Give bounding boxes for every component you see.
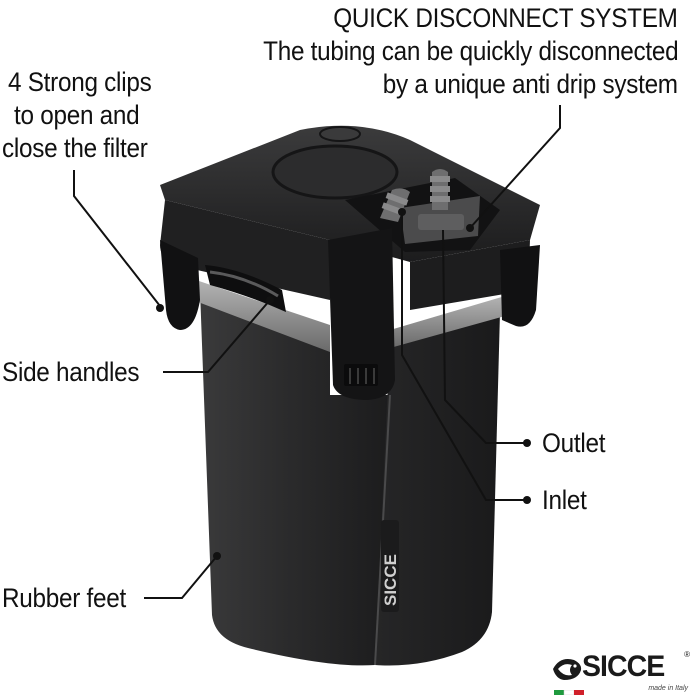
clips-dot <box>156 304 164 312</box>
brand-tagline: made in Italy <box>648 685 688 692</box>
quick-disconnect-leader-line <box>469 105 561 229</box>
clip-front <box>328 228 395 400</box>
outlet-dot <box>523 439 531 447</box>
quick-disconnect-desc-line-2: by a unique anti drip system <box>382 69 678 99</box>
lid-band <box>196 280 505 352</box>
inlet-label: Inlet <box>542 485 587 515</box>
quick-disconnect-desc-line-1: The tubing can be quickly disconnected <box>262 36 679 66</box>
callout-dots <box>156 208 531 560</box>
outlet-label: Outlet <box>542 428 606 458</box>
italian-flag-icon <box>554 690 584 695</box>
clips-leader-line <box>73 170 161 307</box>
brand-logo: SICCE ® made in Italy <box>550 650 690 696</box>
inlet-dot <box>523 496 531 504</box>
quick-disconnect-dot <box>466 224 474 232</box>
fish-icon <box>553 659 582 680</box>
filter-lid <box>160 125 540 310</box>
clips-label-line-1: 4 Strong clips <box>8 67 152 97</box>
clips-label-line-3: close the filter <box>2 133 148 163</box>
inlet-leader-line <box>401 212 527 501</box>
side-handles-dot <box>266 296 274 304</box>
outlet-leader-line <box>442 229 527 444</box>
clips-label-line-2: to open and <box>14 100 140 130</box>
rubber-feet-label: Rubber feet <box>2 583 127 613</box>
clip-right <box>500 245 540 327</box>
brand-name: SICCE <box>582 650 665 683</box>
body-logo: SICCE <box>381 520 400 612</box>
side-handle <box>205 265 286 312</box>
filter-body: SICCE <box>200 290 500 666</box>
outlet-spout <box>430 169 450 210</box>
inlet-valve-dot <box>398 208 406 216</box>
rubber-feet-dot <box>213 552 221 560</box>
side-handles-label: Side handles <box>2 357 140 387</box>
side-handles-leader-line <box>163 299 271 373</box>
body-logo-text: SICCE <box>381 554 400 606</box>
quick-disconnect-title: QUICK DISCONNECT SYSTEM <box>333 3 679 33</box>
clip-left <box>160 240 200 330</box>
registered-mark: ® <box>684 650 690 659</box>
rubber-feet-leader-line <box>144 555 218 599</box>
callout-lines <box>73 105 561 599</box>
